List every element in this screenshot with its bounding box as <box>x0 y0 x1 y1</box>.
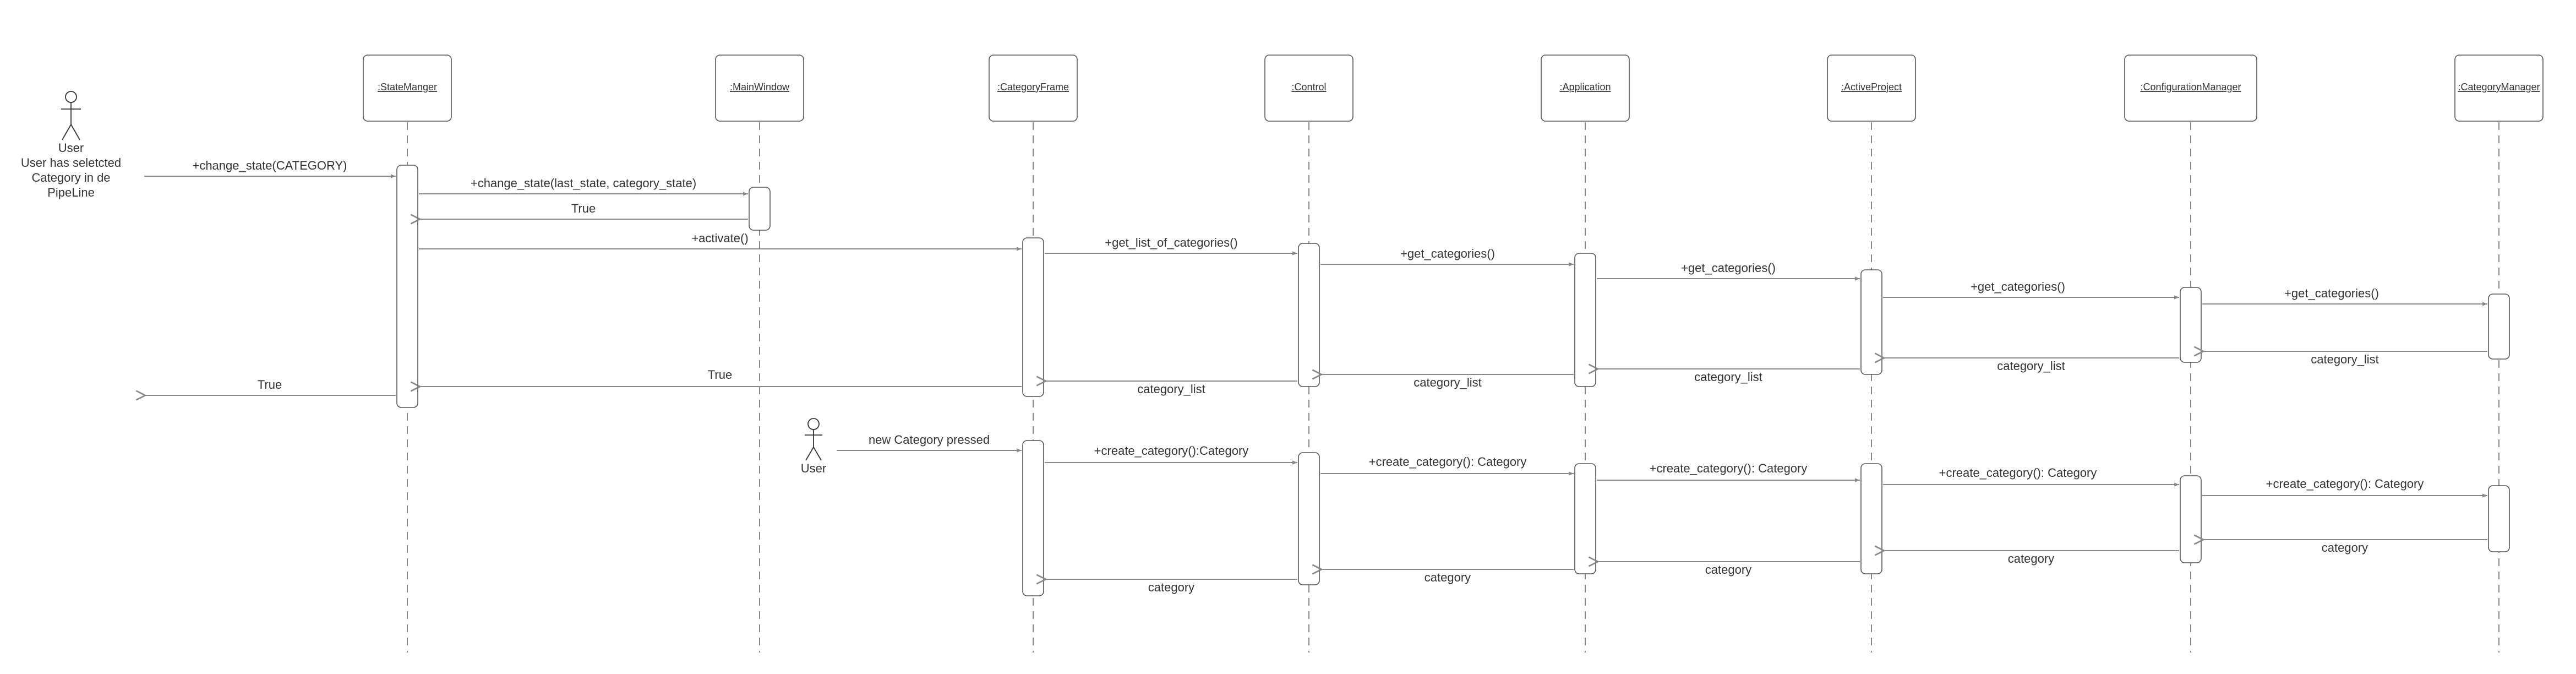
message-label: category <box>1705 563 1751 577</box>
message-label: +change_state(CATEGORY) <box>192 159 347 172</box>
message-get-categories-configuration-manager: +get_categories() <box>1883 280 2179 300</box>
message-label: True <box>571 202 596 215</box>
message-label: category <box>2008 552 2054 566</box>
message-activate: +activate() <box>419 231 1022 251</box>
participant-label: :MainWindow <box>730 81 790 93</box>
participant-configuration-manager: :ConfigurationManager <box>2124 55 2257 122</box>
participant-application: :Application <box>1541 55 1630 122</box>
participant-label: :ActiveProject <box>1841 81 1902 93</box>
message-return-category-application: category <box>1322 569 1574 584</box>
message-label: +get_categories() <box>1400 247 1495 260</box>
participant-control: :Control <box>1264 55 1354 122</box>
message-label: True <box>258 378 282 392</box>
message-label: +get_categories() <box>2284 286 2379 300</box>
activation-category-manager-1 <box>2488 293 2510 360</box>
activation-application-2 <box>1574 463 1596 574</box>
message-label: True <box>708 368 732 382</box>
message-get-categories-category-manager: +get_categories() <box>2202 286 2487 306</box>
participant-label: :ConfigurationManager <box>2140 81 2241 93</box>
message-create-category-active-project: +create_category(): Category <box>1597 461 1860 482</box>
message-get-categories-application: +get_categories() <box>1320 247 1574 267</box>
message-create-category-application: +create_category(): Category <box>1320 455 1574 476</box>
participant-state-manager: :StateManger <box>363 55 452 122</box>
message-get-categories-active-project: +get_categories() <box>1597 261 1860 281</box>
message-label: +create_category():Category <box>1094 444 1249 458</box>
participants: :StateManger :MainWindow :CategoryFrame … <box>363 55 2544 122</box>
message-create-category-category-manager: +create_category(): Category <box>2202 477 2487 498</box>
message-change-state-last-state: +change_state(last_state, category_state… <box>419 176 748 196</box>
message-return-category-category-manager: category <box>2203 540 2487 555</box>
message-return-category-list-application: category_list <box>1322 374 1574 389</box>
messages: +change_state(CATEGORY) +change_state(la… <box>144 159 2487 594</box>
user-stick-figure-icon <box>805 418 822 461</box>
message-label: +get_categories() <box>1681 261 1776 275</box>
actor-user-2: User <box>801 418 826 475</box>
message-return-category-active-project: category <box>1598 562 1860 577</box>
activation-control-1 <box>1298 243 1320 387</box>
message-return-category-list-category-manager: category_list <box>2203 351 2487 366</box>
message-label: +create_category(): Category <box>1650 461 1808 475</box>
message-create-category-configuration-manager: +create_category(): Category <box>1883 466 2179 487</box>
message-label: category_list <box>2311 352 2379 366</box>
participant-label: :CategoryManager <box>2458 81 2540 93</box>
actor-name: User <box>58 141 84 155</box>
message-get-list-of-categories: +get_list_of_categories() <box>1045 236 1297 256</box>
message-label: +get_list_of_categories() <box>1105 236 1238 249</box>
actor-name: User <box>801 461 826 475</box>
participant-main-window: :MainWindow <box>715 55 804 122</box>
message-label: category_list <box>1694 370 1762 384</box>
message-label: category <box>1425 570 1471 584</box>
message-label: category_list <box>1413 376 1482 389</box>
message-return-true-category-frame: True <box>420 368 1022 387</box>
activation-bars <box>396 165 2510 596</box>
actor-note-line: User has seletcted <box>21 156 121 170</box>
message-label: category_list <box>1137 382 1205 396</box>
activation-category-frame-1 <box>1022 237 1044 397</box>
message-create-category-control: +create_category():Category <box>1045 444 1297 465</box>
message-return-category-configuration-manager: category <box>1884 551 2179 566</box>
message-label: +activate() <box>691 231 748 245</box>
message-label: +get_categories() <box>1971 280 2065 293</box>
participant-label: :Application <box>1559 81 1611 93</box>
message-return-category-list-configuration-manager: category_list <box>1884 358 2179 373</box>
message-label: category_list <box>1997 359 2065 373</box>
message-return-true-main-window: True <box>420 202 748 219</box>
message-change-state-category: +change_state(CATEGORY) <box>144 159 396 178</box>
actor-note-line: Category in de <box>31 171 110 184</box>
message-label: category <box>1148 580 1194 594</box>
message-return-category-list-control: category_list <box>1046 381 1297 396</box>
participant-category-frame: :CategoryFrame <box>989 55 1078 122</box>
message-label: new Category pressed <box>869 433 990 447</box>
activation-category-frame-2 <box>1022 440 1044 596</box>
message-return-category-control: category <box>1046 579 1297 594</box>
activation-active-project-2 <box>1860 463 1882 574</box>
participant-label: :StateManger <box>378 81 437 93</box>
actor-note-line: PipeLine <box>47 186 95 199</box>
message-return-category-list-active-project: category_list <box>1598 369 1860 384</box>
message-label: +create_category(): Category <box>1939 466 2097 480</box>
activation-state-manager <box>396 165 418 408</box>
activation-configuration-manager-2 <box>2180 475 2202 563</box>
activation-control-2 <box>1298 452 1320 585</box>
participant-label: :CategoryFrame <box>997 81 1069 93</box>
activation-main-window <box>749 187 771 231</box>
message-return-true-state-manager: True <box>145 378 396 395</box>
activation-category-manager-2 <box>2488 485 2510 552</box>
participant-active-project: :ActiveProject <box>1827 55 1916 122</box>
activation-configuration-manager-1 <box>2180 287 2202 363</box>
actor-user-1: User User has seletcted Category in de P… <box>21 91 121 199</box>
message-label: +create_category(): Category <box>2266 477 2424 491</box>
activation-active-project-1 <box>1860 269 1882 375</box>
message-label: +change_state(last_state, category_state… <box>471 176 696 190</box>
user-stick-figure-icon <box>61 91 81 140</box>
message-new-category-pressed: new Category pressed <box>837 433 1022 453</box>
participant-label: :Control <box>1291 81 1326 93</box>
activation-application-1 <box>1574 253 1596 387</box>
message-label: +create_category(): Category <box>1369 455 1527 469</box>
participant-category-manager: :CategoryManager <box>2454 55 2544 122</box>
message-label: category <box>2322 541 2368 555</box>
